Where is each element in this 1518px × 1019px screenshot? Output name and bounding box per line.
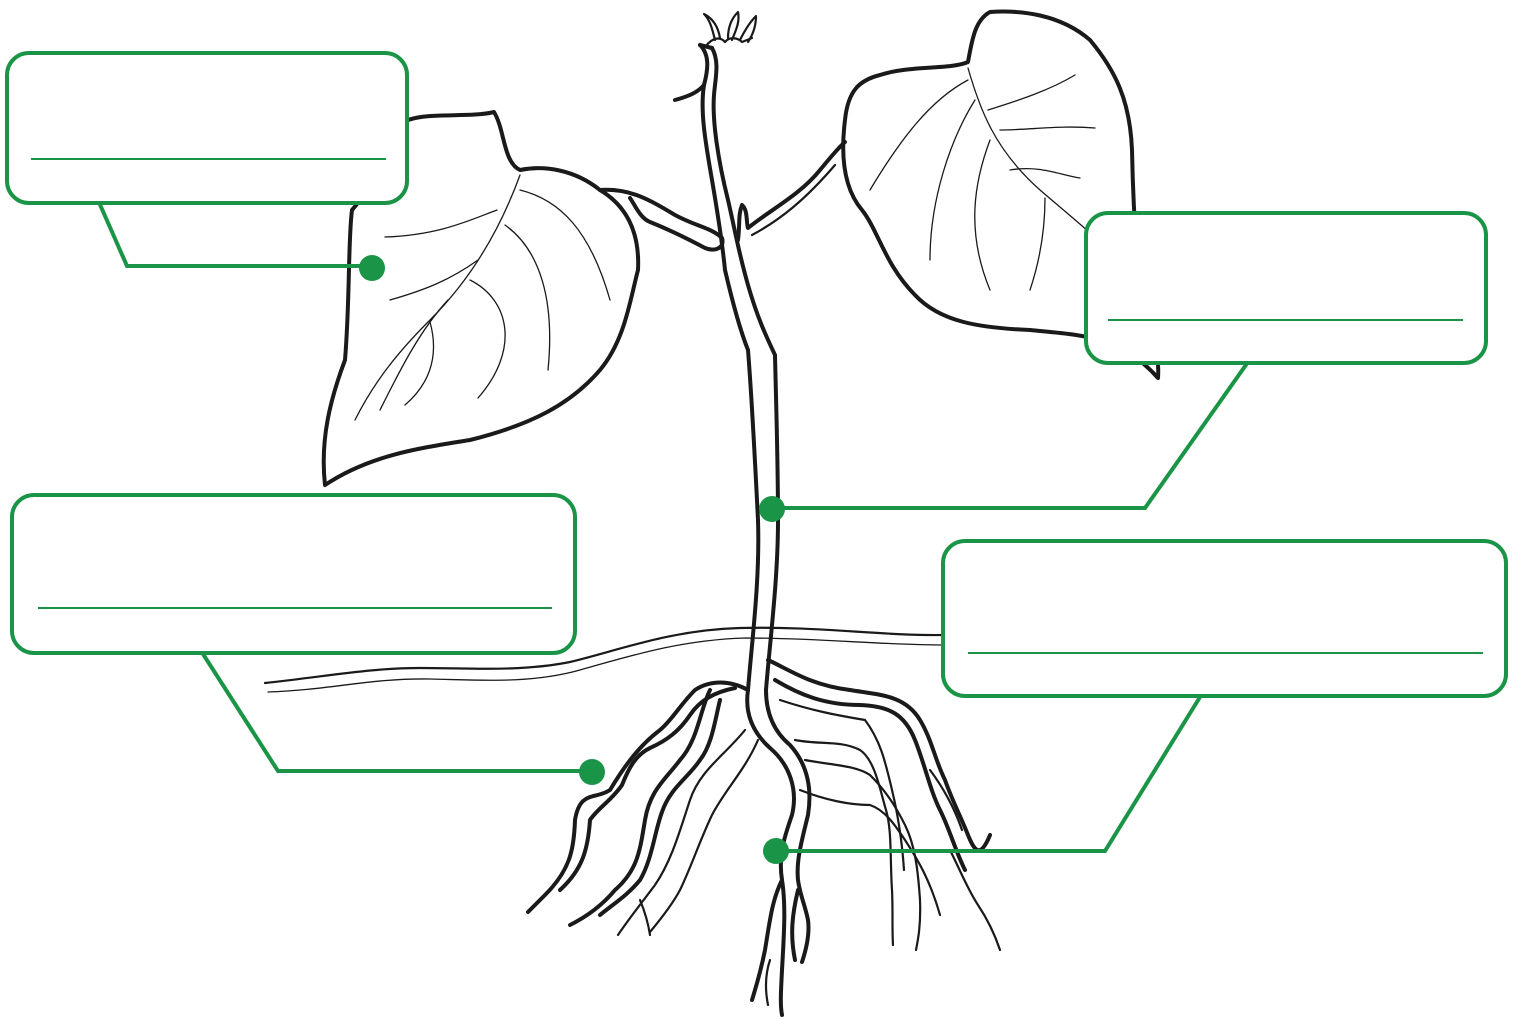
soil-line [263,626,947,693]
label-leaf [5,51,409,281]
left-leaf [321,110,641,487]
label-lateral-root [10,493,605,785]
answer-box-lateral-root[interactable] [10,493,577,655]
right-petiole [736,140,847,242]
answer-box-leaf[interactable] [5,51,409,205]
answer-box-stem[interactable] [1084,211,1488,365]
answer-box-primary-root[interactable] [941,539,1508,698]
main-stem [673,43,780,692]
leader-line-lateral-root [201,652,592,773]
pointer-dot-primary-root [763,838,789,864]
leader-line-primary-root [776,695,1202,853]
leader-line-stem [772,360,1250,510]
pointer-dot-leaf [359,255,385,281]
pointer-dot-stem [759,496,785,522]
label-primary-root [763,539,1508,864]
roots [526,658,1002,1017]
pointer-dot-lateral-root [579,759,605,785]
top-bud [702,10,758,48]
label-stem [759,211,1488,522]
leader-line-leaf [96,199,372,268]
left-petiole [598,187,725,252]
